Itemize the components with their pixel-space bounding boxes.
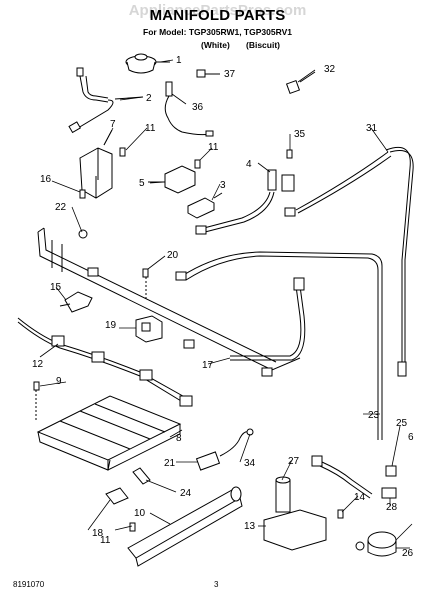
part-10-burner	[127, 486, 243, 567]
part-18-bracket	[105, 487, 129, 505]
callout-34: 34	[244, 458, 256, 469]
callout-10: 10	[134, 508, 146, 519]
callout-15: 15	[50, 282, 62, 293]
callout-27: 27	[288, 456, 300, 467]
callout-3: 3	[220, 180, 226, 191]
part-9-screw	[33, 381, 40, 420]
callout-21: 21	[164, 458, 176, 469]
callout-11: 11	[100, 535, 111, 546]
callout-14: 14	[354, 492, 366, 503]
callout-2: 2	[146, 93, 152, 104]
part-17-tube	[175, 251, 383, 440]
callout-17: 17	[202, 360, 214, 371]
part-19-switch	[135, 315, 163, 343]
callout-32: 32	[324, 64, 336, 75]
callout-1: 1	[176, 55, 182, 66]
diagram-code: 8191070	[13, 580, 45, 589]
part-16-22-fasteners	[78, 189, 88, 239]
callout-35: 35	[294, 129, 306, 140]
callout-11: 11	[208, 142, 219, 153]
part-32-fitting	[285, 71, 316, 95]
callout-labels: 1234567891011111112131415161718192021222…	[32, 55, 414, 559]
part-1-cap	[125, 53, 170, 74]
part-15-valve	[59, 291, 93, 313]
part-4-35-valve	[195, 149, 295, 235]
part-14-screw	[337, 509, 344, 519]
part-20-screw	[142, 268, 149, 300]
part-31-tube	[284, 146, 414, 377]
part-2-tube	[68, 67, 144, 134]
callout-18: 18	[92, 528, 104, 539]
callout-23: 23	[368, 410, 380, 421]
part-11-screws	[119, 147, 201, 532]
callout-11: 11	[145, 123, 156, 134]
part-5-3-regulator	[148, 165, 223, 219]
callout-24: 24	[180, 488, 192, 499]
callout-7: 7	[110, 119, 116, 130]
part-24-clip	[132, 467, 151, 485]
callout-26: 26	[402, 548, 414, 559]
watermark: AppliancePartsPros.com	[128, 2, 307, 19]
callout-13: 13	[244, 521, 256, 532]
callout-28: 28	[386, 502, 398, 513]
part-13-valve-body	[263, 476, 327, 551]
callout-9: 9	[56, 376, 62, 387]
variant-biscuit: (Biscuit)	[246, 40, 280, 50]
callout-5: 5	[139, 178, 145, 189]
variant-white: (White)	[201, 40, 230, 50]
manifold-rail	[37, 227, 301, 377]
callout-25: 25	[396, 418, 408, 429]
callout-8: 8	[176, 433, 182, 444]
part-7-bracket	[79, 129, 113, 199]
callout-36: 36	[192, 102, 204, 113]
page-title: MANIFOLD PARTS	[149, 7, 286, 24]
model-subtitle: For Model: TGP305RW1, TGP305RV1	[143, 27, 292, 37]
callout-20: 20	[167, 250, 179, 261]
part-27-tube	[311, 455, 373, 499]
callout-31: 31	[366, 123, 378, 134]
page-number: 3	[214, 580, 219, 589]
callout-6: 6	[408, 432, 414, 443]
part-25-28-fittings	[381, 465, 397, 499]
part-36-37-wire	[164, 69, 220, 137]
callout-19: 19	[105, 320, 117, 331]
callout-4: 4	[246, 159, 252, 170]
callout-22: 22	[55, 202, 67, 213]
callout-12: 12	[32, 359, 44, 370]
part-8-shield	[36, 395, 182, 471]
part-6-26-regulator	[355, 531, 397, 557]
callout-37: 37	[224, 69, 236, 80]
part-12-harness	[17, 317, 193, 407]
leader-lines	[39, 59, 413, 549]
part-21-34-igniter	[195, 428, 254, 471]
callout-16: 16	[40, 174, 52, 185]
